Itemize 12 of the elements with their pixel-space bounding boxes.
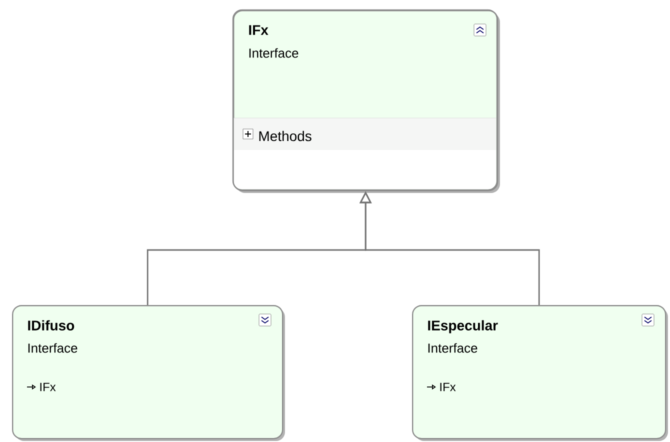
stereotype-label: Interface bbox=[249, 48, 298, 58]
interface-box bbox=[412, 305, 668, 441]
stereotype-label: Interface bbox=[28, 343, 78, 353]
class-name: IFx bbox=[249, 25, 268, 35]
interface-box bbox=[12, 305, 285, 441]
base-interface-label: IFx bbox=[440, 382, 456, 392]
class-name: IEspecular bbox=[428, 320, 498, 334]
interface-box bbox=[232, 9, 500, 193]
class-name: IDifuso bbox=[28, 320, 74, 330]
stereotype-label: Interface bbox=[428, 343, 478, 353]
section-label: Methods bbox=[259, 130, 312, 142]
base-interface-label: IFx bbox=[40, 382, 56, 392]
